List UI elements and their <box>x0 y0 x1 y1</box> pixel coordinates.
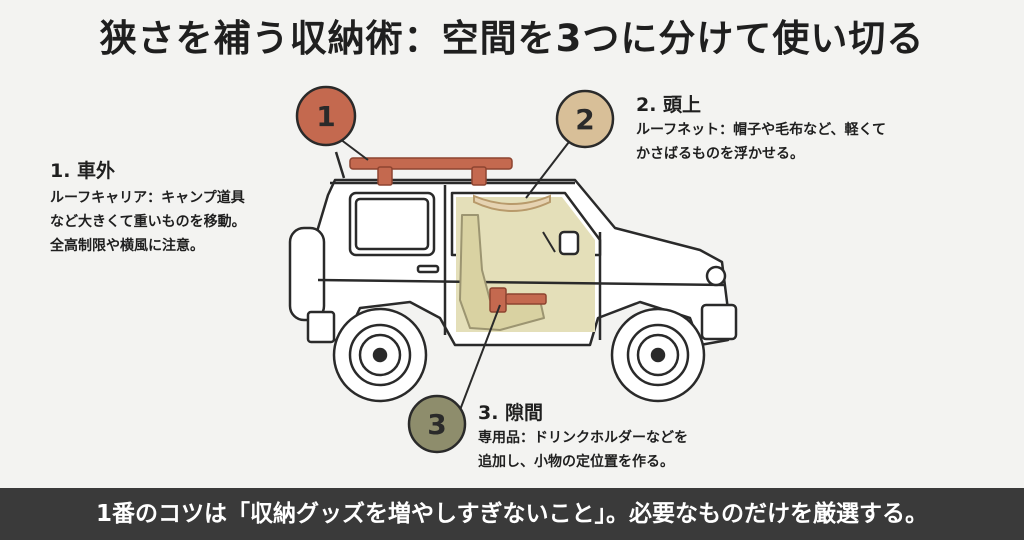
marker-1-number: 1 <box>316 100 335 133</box>
front-wheel <box>610 307 706 403</box>
antenna <box>334 151 346 179</box>
section-1-heading: 1. 車外 <box>50 160 116 182</box>
section-3-line: 追加し、小物の定位置を作る。 <box>478 454 674 470</box>
roof-carrier <box>349 157 513 186</box>
footer-tip-banner: 1番のコツは「収納グッズを増やしすぎないこと」。必要なものだけを厳選する。 <box>0 488 1024 540</box>
rear-window <box>348 191 436 257</box>
section-2-heading: 2. 頭上 <box>636 94 702 116</box>
section-3-heading: 3. 隙間 <box>478 402 544 424</box>
marker-2: 2 <box>555 89 615 149</box>
marker-2-number: 2 <box>575 103 594 136</box>
marker-3: 3 <box>407 394 467 454</box>
leader-line-3 <box>459 304 501 411</box>
marker-1: 1 <box>295 85 357 147</box>
front-bumper <box>700 303 738 341</box>
section-1-description: ルーフキャリア：キャンプ道具 など大きくて重いものを移動。 全高制限や横風に注意… <box>50 186 246 258</box>
window-inner <box>354 197 430 251</box>
roof-net <box>473 194 551 212</box>
steering-wheel <box>542 231 556 253</box>
section-3-description: 専用品：ドリンクホルダーなどを 追加し、小物の定位置を作る。 <box>478 426 688 474</box>
leader-line-2 <box>525 137 573 199</box>
section-1-line: など大きくて重いものを移動。 <box>50 214 246 230</box>
section-3-line: 専用品：ドリンクホルダーなどを <box>478 430 688 446</box>
section-1-line: 全高制限や横風に注意。 <box>50 238 204 254</box>
section-2-description: ルーフネット：帽子や毛布など、軽くて かさばるものを浮かせる。 <box>636 118 886 166</box>
rear-wheel <box>332 307 428 403</box>
section-1-line: ルーフキャリア：キャンプ道具 <box>50 190 245 206</box>
door-handle <box>416 264 440 274</box>
side-mirror <box>558 230 580 256</box>
marker-3-number: 3 <box>427 408 446 441</box>
body-crease <box>317 278 726 287</box>
rear-bumper <box>306 310 336 344</box>
page-title: 狭さを補う収納術：空間を3つに分けて使い切る <box>99 17 925 60</box>
section-2-line: ルーフネット：帽子や毛布など、軽くて <box>636 122 887 138</box>
headlight <box>705 265 727 287</box>
gap-organizer <box>489 287 547 313</box>
car-illustration <box>288 151 738 403</box>
section-2-line: かさばるものを浮かせる。 <box>636 146 804 162</box>
spare-tire <box>288 226 326 322</box>
